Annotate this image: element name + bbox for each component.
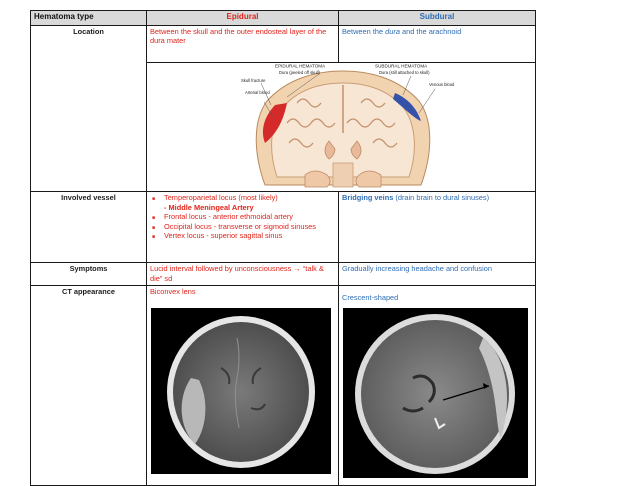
vessel-item-occipital: Occipital locus - transverse or sigmoid … [152, 222, 335, 235]
vessel-item-text: Temperoparietal locus (most likely) [164, 193, 278, 203]
arrow-pointer [442, 385, 490, 402]
symptoms-label: Symptoms [30, 262, 147, 287]
location-label: Location [30, 24, 147, 193]
biconvex-lens-hematoma [181, 378, 206, 445]
calcification [434, 418, 446, 430]
hematoma-illustration-cell: EPIDURAL HEMATOMA Dura (peeled off skull… [146, 61, 536, 193]
header-hematoma-type: Hematoma type [30, 10, 147, 26]
ct-subdural-caption: Crescent-shaped [342, 293, 399, 303]
ventricles [324, 140, 362, 160]
brain-tissue [173, 322, 309, 463]
bridging-veins: Bridging veins [342, 193, 394, 203]
ct-label: CT appearance [30, 285, 147, 486]
brain-gyri [286, 98, 398, 148]
brain-cross-section-illustration: EPIDURAL HEMATOMA Dura (peeled off skull… [241, 64, 455, 188]
location-subdural: Between the dura and the arachnoid [338, 25, 536, 63]
arterial-blood-pointer [263, 101, 274, 118]
brain-stem [332, 162, 354, 188]
sulci [220, 367, 266, 411]
ct-subdural: Crescent-shaped [338, 285, 536, 486]
vessel-epidural: Temperoparietal locus (most likely)- Mid… [146, 191, 339, 264]
arterial-blood-label: Arterial blood [245, 90, 270, 95]
dura-peeled-label: Dura (peeled off skull) [279, 70, 320, 75]
ct-epidural-caption: Biconvex lens [150, 287, 196, 297]
arrowhead-icon [483, 383, 489, 390]
header-subdural: Subdural [338, 10, 536, 26]
crescent-hematoma [479, 338, 507, 439]
venous-blood-pointer [418, 88, 436, 114]
ct-subdural-image [343, 308, 528, 479]
subdural-blood [393, 93, 421, 121]
location-subdural-pre: Between the [342, 27, 386, 36]
vessel-item-temperoparietal: Temperoparietal locus (most likely)- Mid… [152, 193, 335, 212]
vessel-row: Involved vessel Temperoparietal locus (m… [30, 191, 536, 264]
symptoms-subdural: Gradually increasing headache and confus… [338, 262, 536, 287]
symptoms-epidural: Lucid interval followed by unconsciousne… [146, 262, 339, 287]
vessel-epidural-list: Temperoparietal locus (most likely)- Mid… [150, 193, 335, 244]
location-epidural: Between the skull and the outer endostea… [146, 25, 339, 63]
epidural-ct-scan [167, 316, 315, 469]
ct-row: CT appearance Biconvex lens [30, 285, 536, 486]
dura-peeled-pointer [286, 73, 320, 98]
location-text-row: Location Between the skull and the outer… [30, 24, 536, 193]
location-subdural-dura: dura [385, 27, 400, 36]
ct-epidural: Biconvex lens [146, 285, 339, 486]
ct-epidural-image [151, 308, 331, 475]
subdural-hematoma-caption: SUBDURAL HEMATOMA [375, 64, 428, 69]
dura-attached-pointer [402, 75, 412, 96]
ventricles [402, 375, 436, 413]
symptoms-row: Symptoms Lucid interval followed by unco… [30, 262, 536, 287]
venous-blood-label: Venous blood [429, 82, 455, 87]
vessel-subdural: Bridging veins (drain brain to dural sin… [338, 191, 536, 264]
epidural-hematoma-caption: EPIDURAL HEMATOMA [275, 64, 326, 69]
comparison-table: Hematoma type Epidural Subdural Location… [30, 10, 536, 486]
location-illustration-row: EPIDURAL HEMATOMA Dura (peeled off skull… [31, 61, 536, 193]
dura-attached-label: Dura (still attached to skull) [379, 70, 430, 75]
header-epidural: Epidural [146, 10, 339, 26]
skull-fracture-label: Skull fracture [241, 78, 266, 83]
header-row: Hematoma type Epidural Subdural [30, 10, 536, 26]
vessel-subdural-rest: (drain brain to dural sinuses) [393, 193, 490, 203]
subdural-ct-scan [355, 314, 515, 475]
location-subdural-post: and the arachnoid [399, 27, 462, 36]
vessel-label: Involved vessel [30, 191, 147, 264]
vessel-item-frontal: Frontal locus - anterior ethmoidal arter… [152, 212, 335, 225]
skull-fracture-pointer [260, 82, 272, 106]
falx [234, 338, 240, 429]
vessel-item-vertex: Vertex locus - superior sagittal sinus [152, 231, 335, 244]
epidural-blood [262, 103, 287, 143]
middle-meningeal-artery: - Middle Meningeal Artery [164, 202, 254, 212]
cerebellum [304, 170, 382, 188]
